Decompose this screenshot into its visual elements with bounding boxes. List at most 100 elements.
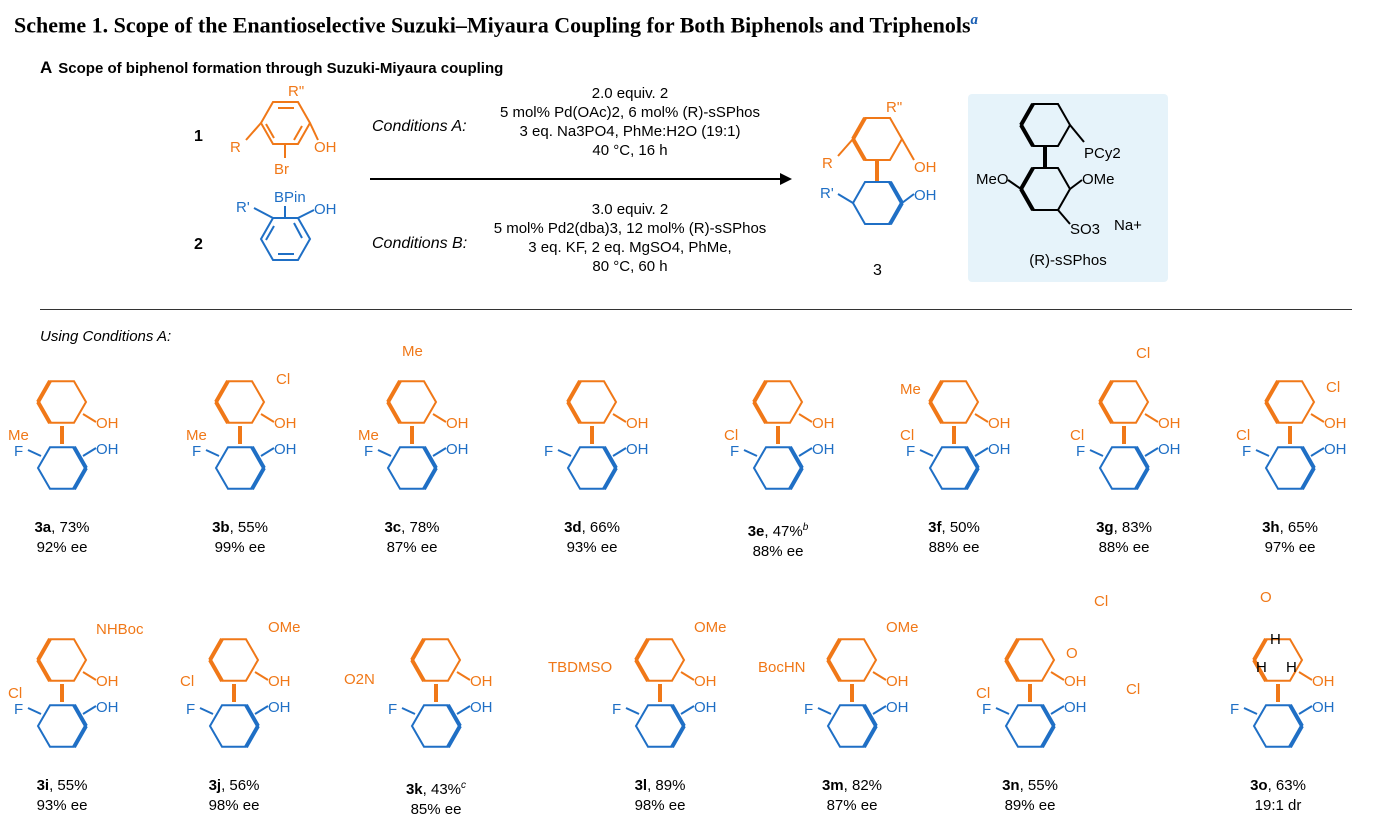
lower-oh-label: OH <box>96 699 119 716</box>
compound-3d-label: 3d, 66%93% ee <box>564 519 620 556</box>
reaction-arrow <box>370 173 792 185</box>
lower-bold-bond <box>72 467 88 490</box>
lower-bold-bond <box>1288 725 1304 748</box>
lower-bold-bond <box>788 467 804 490</box>
compound-3f-label: 3f, 50%88% ee <box>928 519 980 556</box>
fluoro-label: F <box>906 443 915 460</box>
substituent-h2: H <box>1270 631 1281 648</box>
lower-bold-bond <box>862 704 878 727</box>
lower-oh-bond <box>798 447 813 457</box>
svg-text:OH: OH <box>314 201 337 218</box>
lower-oh-label: OH <box>1324 441 1347 458</box>
upper-oh-label: OH <box>96 673 119 690</box>
substituent-cl: Cl <box>900 427 914 444</box>
section-divider <box>40 309 1352 310</box>
upper-oh-bond <box>82 671 97 681</box>
fluoro-bond <box>377 449 392 457</box>
substituent-cl2: Cl <box>1136 345 1150 362</box>
lower-oh-label: OH <box>446 441 469 458</box>
substituent-me: Me <box>186 427 207 444</box>
upper-bold-bond <box>410 638 426 661</box>
scheme-title: Scheme 1. Scope of the Enantioselective … <box>14 12 979 38</box>
upper-bold-bond <box>1252 659 1268 682</box>
upper-oh-label: OH <box>268 673 291 690</box>
fluoro-bond <box>995 707 1010 715</box>
lower-oh-bond <box>974 447 989 457</box>
upper-oh-bond <box>872 671 887 681</box>
upper-oh-bond <box>798 413 813 423</box>
fluoro-label: F <box>982 701 991 718</box>
fluoro-bond <box>1089 449 1104 457</box>
fluoro-label: F <box>388 701 397 718</box>
fluoro-label: F <box>804 701 813 718</box>
substituent-cl: Cl <box>724 427 738 444</box>
substituent-boc: BocHN <box>758 659 806 676</box>
fluoro-label: F <box>544 443 553 460</box>
lower-bold-bond <box>1288 704 1304 727</box>
svg-text:R: R <box>822 155 833 172</box>
upper-oh-bond <box>1298 671 1313 681</box>
fluoro-bond <box>205 449 220 457</box>
svg-text:OH: OH <box>914 159 937 176</box>
lower-bold-bond <box>670 704 686 727</box>
upper-bold-bond <box>634 659 650 682</box>
svg-text:OMe: OMe <box>1082 171 1115 188</box>
ligand-name: (R)-sSPhos <box>1029 252 1107 269</box>
fluoro-bond <box>817 707 832 715</box>
substituent-ome: OMe <box>268 619 301 636</box>
fluoro-bond <box>919 449 934 457</box>
reactant-1-number: 1 <box>194 128 203 145</box>
substituent-me: Me <box>8 427 29 444</box>
substituent-h: H <box>1256 659 1267 676</box>
upper-oh-label: OH <box>812 415 835 432</box>
reactant-2-number: 2 <box>194 236 203 253</box>
upper-oh-bond <box>254 671 269 681</box>
lower-oh-label: OH <box>268 699 291 716</box>
svg-text:OH: OH <box>914 187 937 204</box>
lower-oh-bond <box>1298 705 1313 715</box>
upper-oh-label: OH <box>274 415 297 432</box>
compound-3l-label: 3l, 89%98% ee <box>634 777 686 814</box>
substituent-cl: Cl <box>1070 427 1084 444</box>
substituent-tbdms: TBDMSO <box>548 659 612 676</box>
upper-bold-bond <box>1252 638 1268 661</box>
substituent-o: O <box>1260 589 1272 606</box>
reactant-1-structure: R" R OH Br <box>230 83 337 178</box>
upper-oh-bond <box>432 413 447 423</box>
substituent-ome: OMe <box>886 619 919 636</box>
lower-bold-bond <box>422 446 438 469</box>
fluoro-bond <box>557 449 572 457</box>
upper-oh-label: OH <box>626 415 649 432</box>
upper-bold-bond <box>36 638 52 661</box>
reactant-2-structure: BPin R' OH <box>236 189 337 261</box>
fluoro-label: F <box>14 701 23 718</box>
fluoro-label: F <box>1230 701 1239 718</box>
lower-oh-label: OH <box>96 441 119 458</box>
lower-bold-bond <box>602 467 618 490</box>
lower-bold-bond <box>250 467 266 490</box>
lower-oh-bond <box>82 705 97 715</box>
lower-oh-bond <box>82 447 97 457</box>
lower-oh-label: OH <box>626 441 649 458</box>
lower-bold-bond <box>72 704 88 727</box>
lower-oh-label: OH <box>886 699 909 716</box>
lower-oh-label: OH <box>274 441 297 458</box>
upper-bold-bond <box>826 638 842 661</box>
upper-bold-bond <box>1264 380 1280 403</box>
upper-bold-bond <box>752 380 768 403</box>
substituent-me2: Me <box>402 343 423 360</box>
upper-bold-bond <box>928 401 944 424</box>
lower-oh-label: OH <box>694 699 717 716</box>
compound-3g-label: 3g, 83%88% ee <box>1096 519 1152 556</box>
compound-3d-structure: OH OH F <box>544 380 649 490</box>
lower-bold-bond <box>1134 467 1150 490</box>
